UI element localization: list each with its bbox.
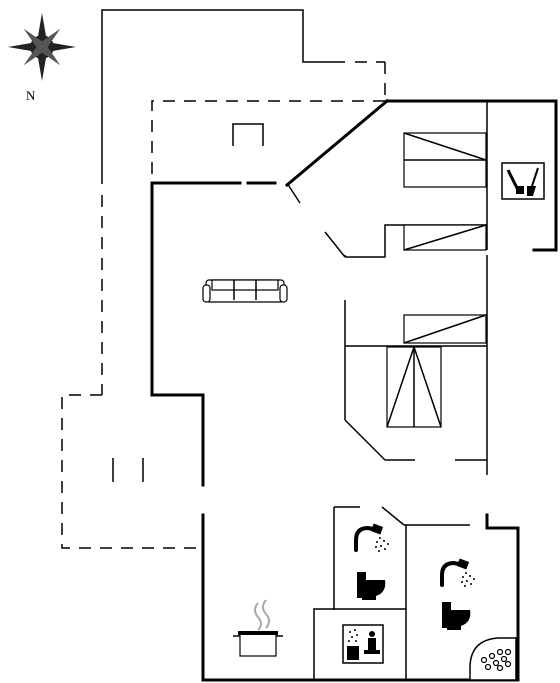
interior-walls xyxy=(286,101,488,680)
utility-room-icon xyxy=(501,162,545,200)
compass-north-label: N xyxy=(26,88,36,103)
bed-icon xyxy=(403,132,487,188)
sauna-icon xyxy=(342,624,384,664)
whirlpool-icon xyxy=(469,637,517,681)
shower-icon xyxy=(354,523,389,552)
compass-rose-icon xyxy=(8,13,76,81)
bed-icon xyxy=(403,314,487,344)
toilet-icon xyxy=(442,602,471,630)
terrace-outline xyxy=(61,9,386,549)
sofa-icon xyxy=(202,279,288,303)
bed-icon xyxy=(403,224,487,251)
exterior-walls xyxy=(150,98,558,682)
shower-icon xyxy=(440,558,475,587)
cooking-pot-icon xyxy=(233,599,283,657)
toilet-icon xyxy=(357,572,386,600)
bed-icon xyxy=(386,346,442,428)
